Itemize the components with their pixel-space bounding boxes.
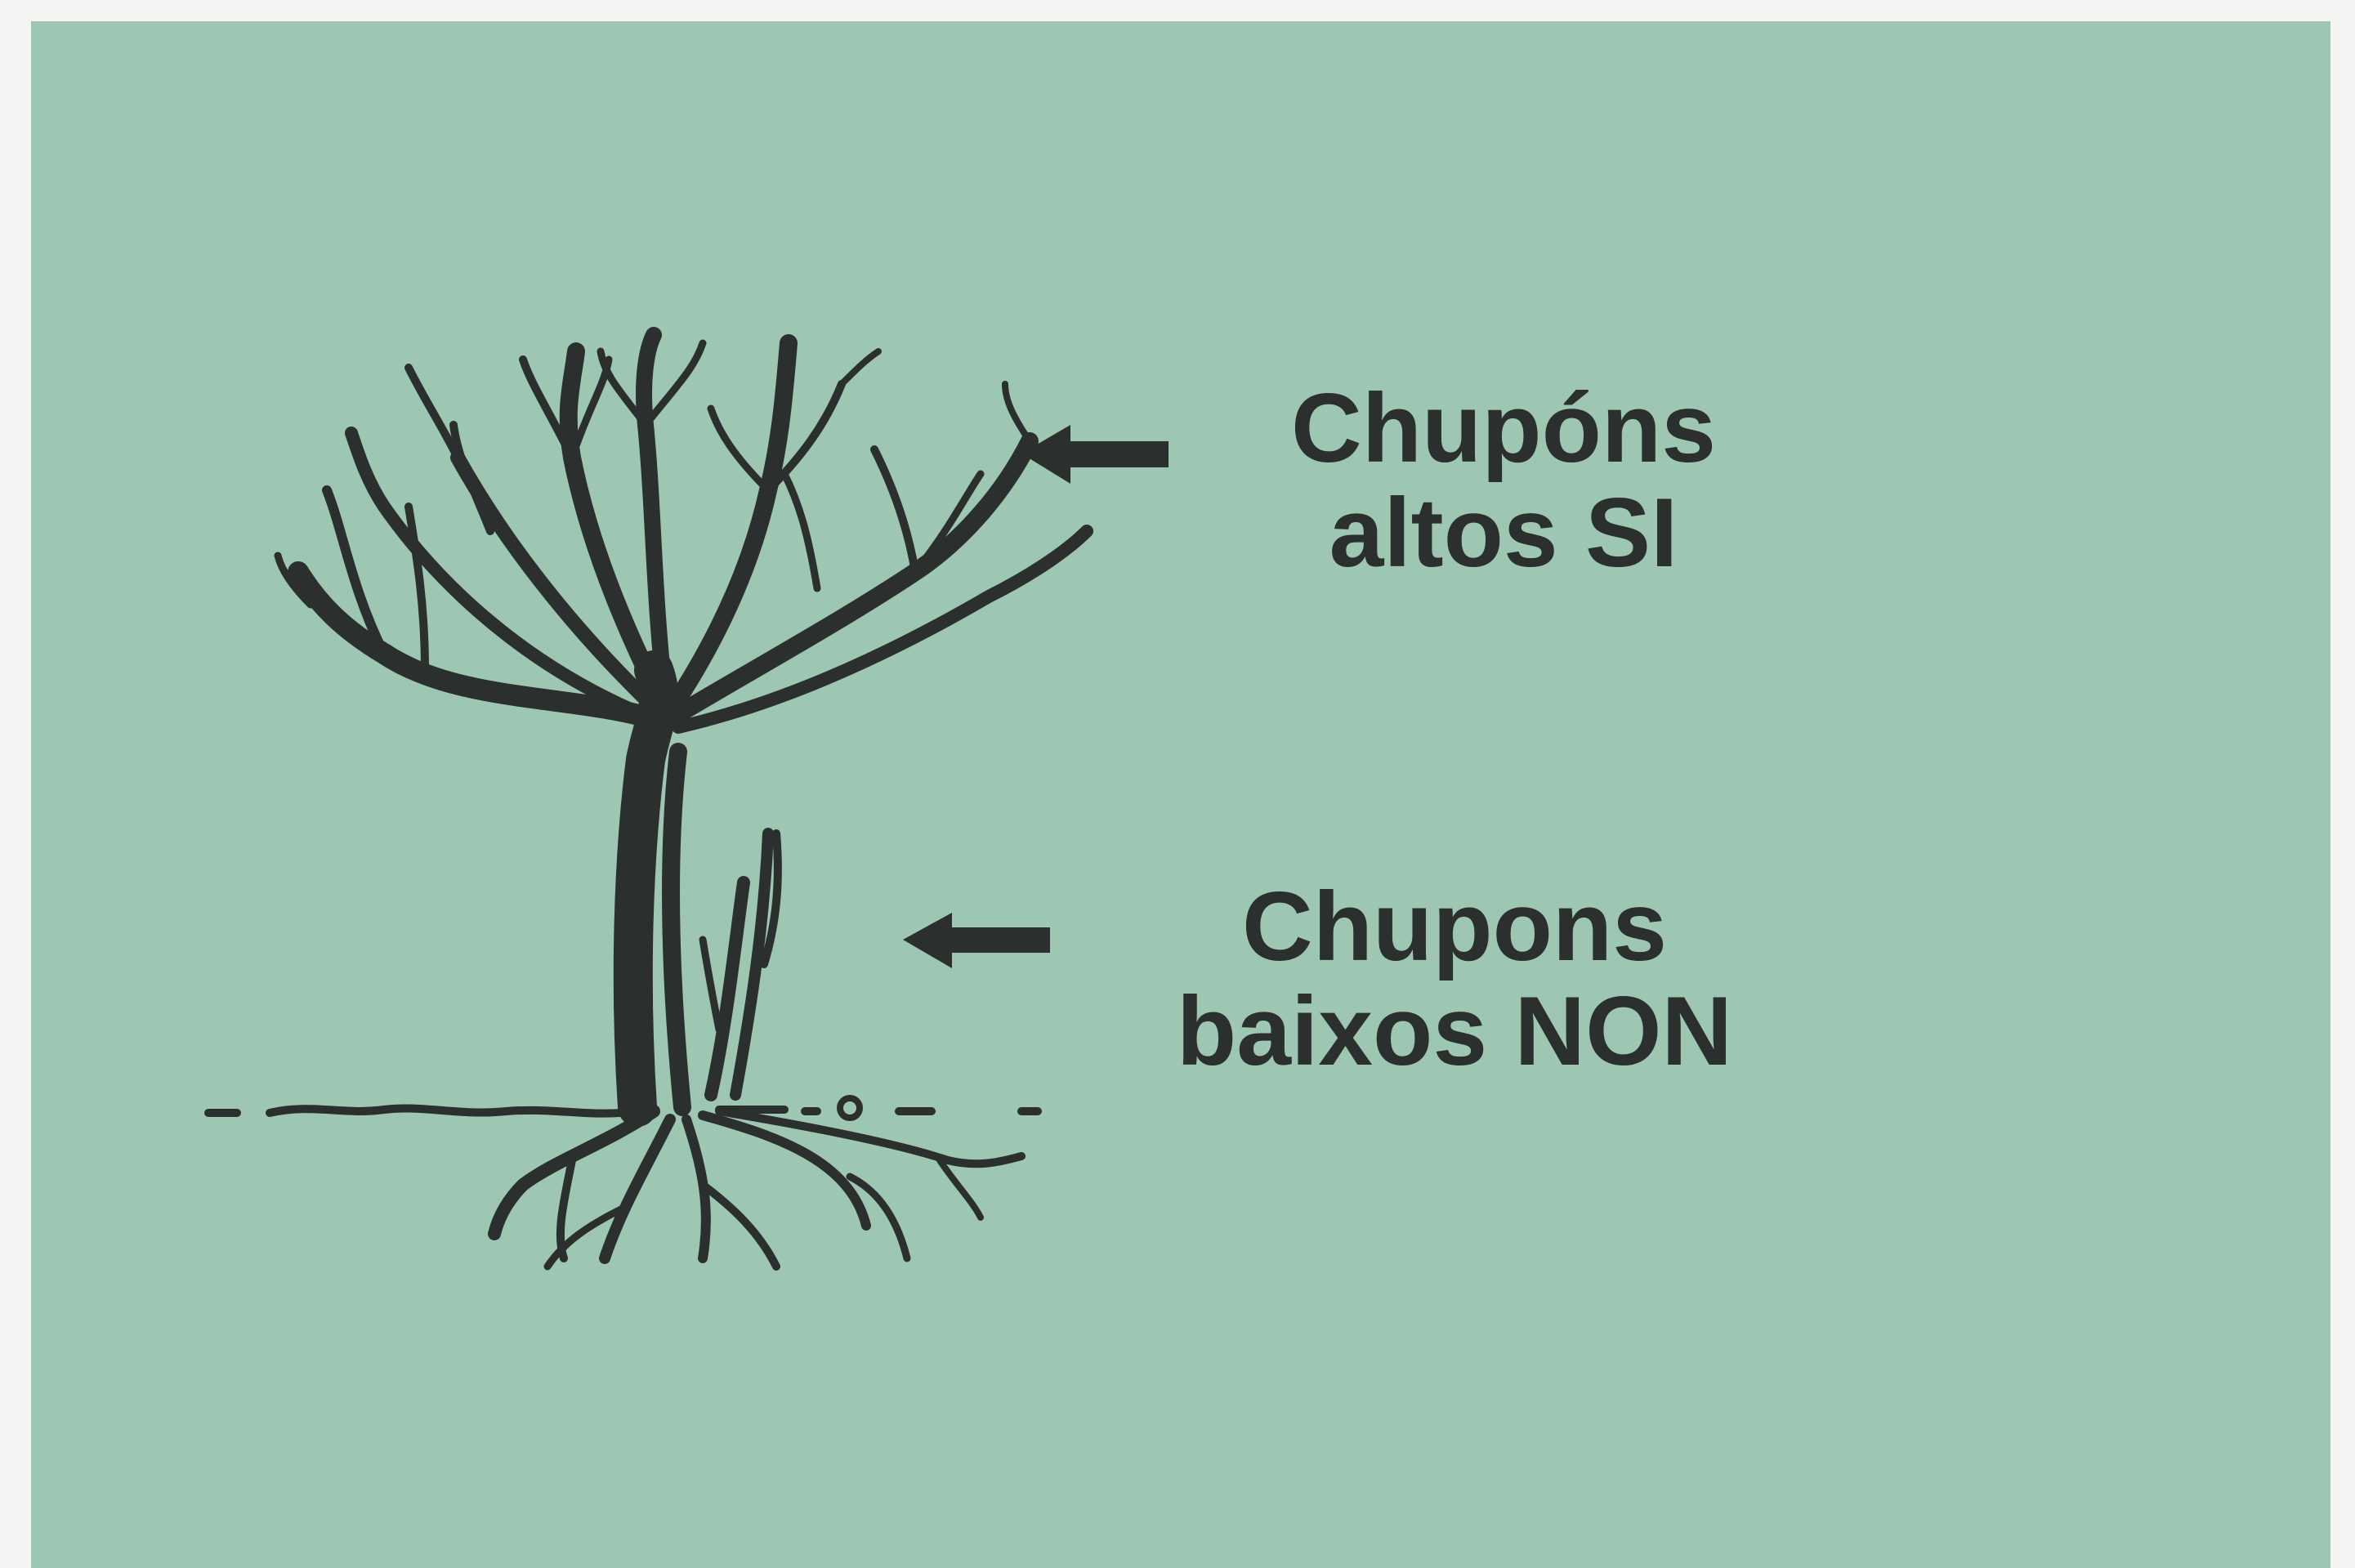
label-high-suckers: Chupóns altos SI bbox=[1218, 376, 1790, 585]
label-high-line1: Chupóns bbox=[1291, 373, 1716, 483]
label-low-line2: baixos NON bbox=[1176, 976, 1733, 1086]
label-high-line2: altos SI bbox=[1329, 478, 1678, 587]
tree-icon bbox=[204, 327, 1093, 1271]
label-low-suckers: Chupons baixos NON bbox=[1128, 874, 1781, 1083]
arrow-left-icon bbox=[903, 425, 1169, 968]
label-low-line1: Chupons bbox=[1242, 872, 1667, 981]
green-panel bbox=[31, 21, 2330, 1568]
